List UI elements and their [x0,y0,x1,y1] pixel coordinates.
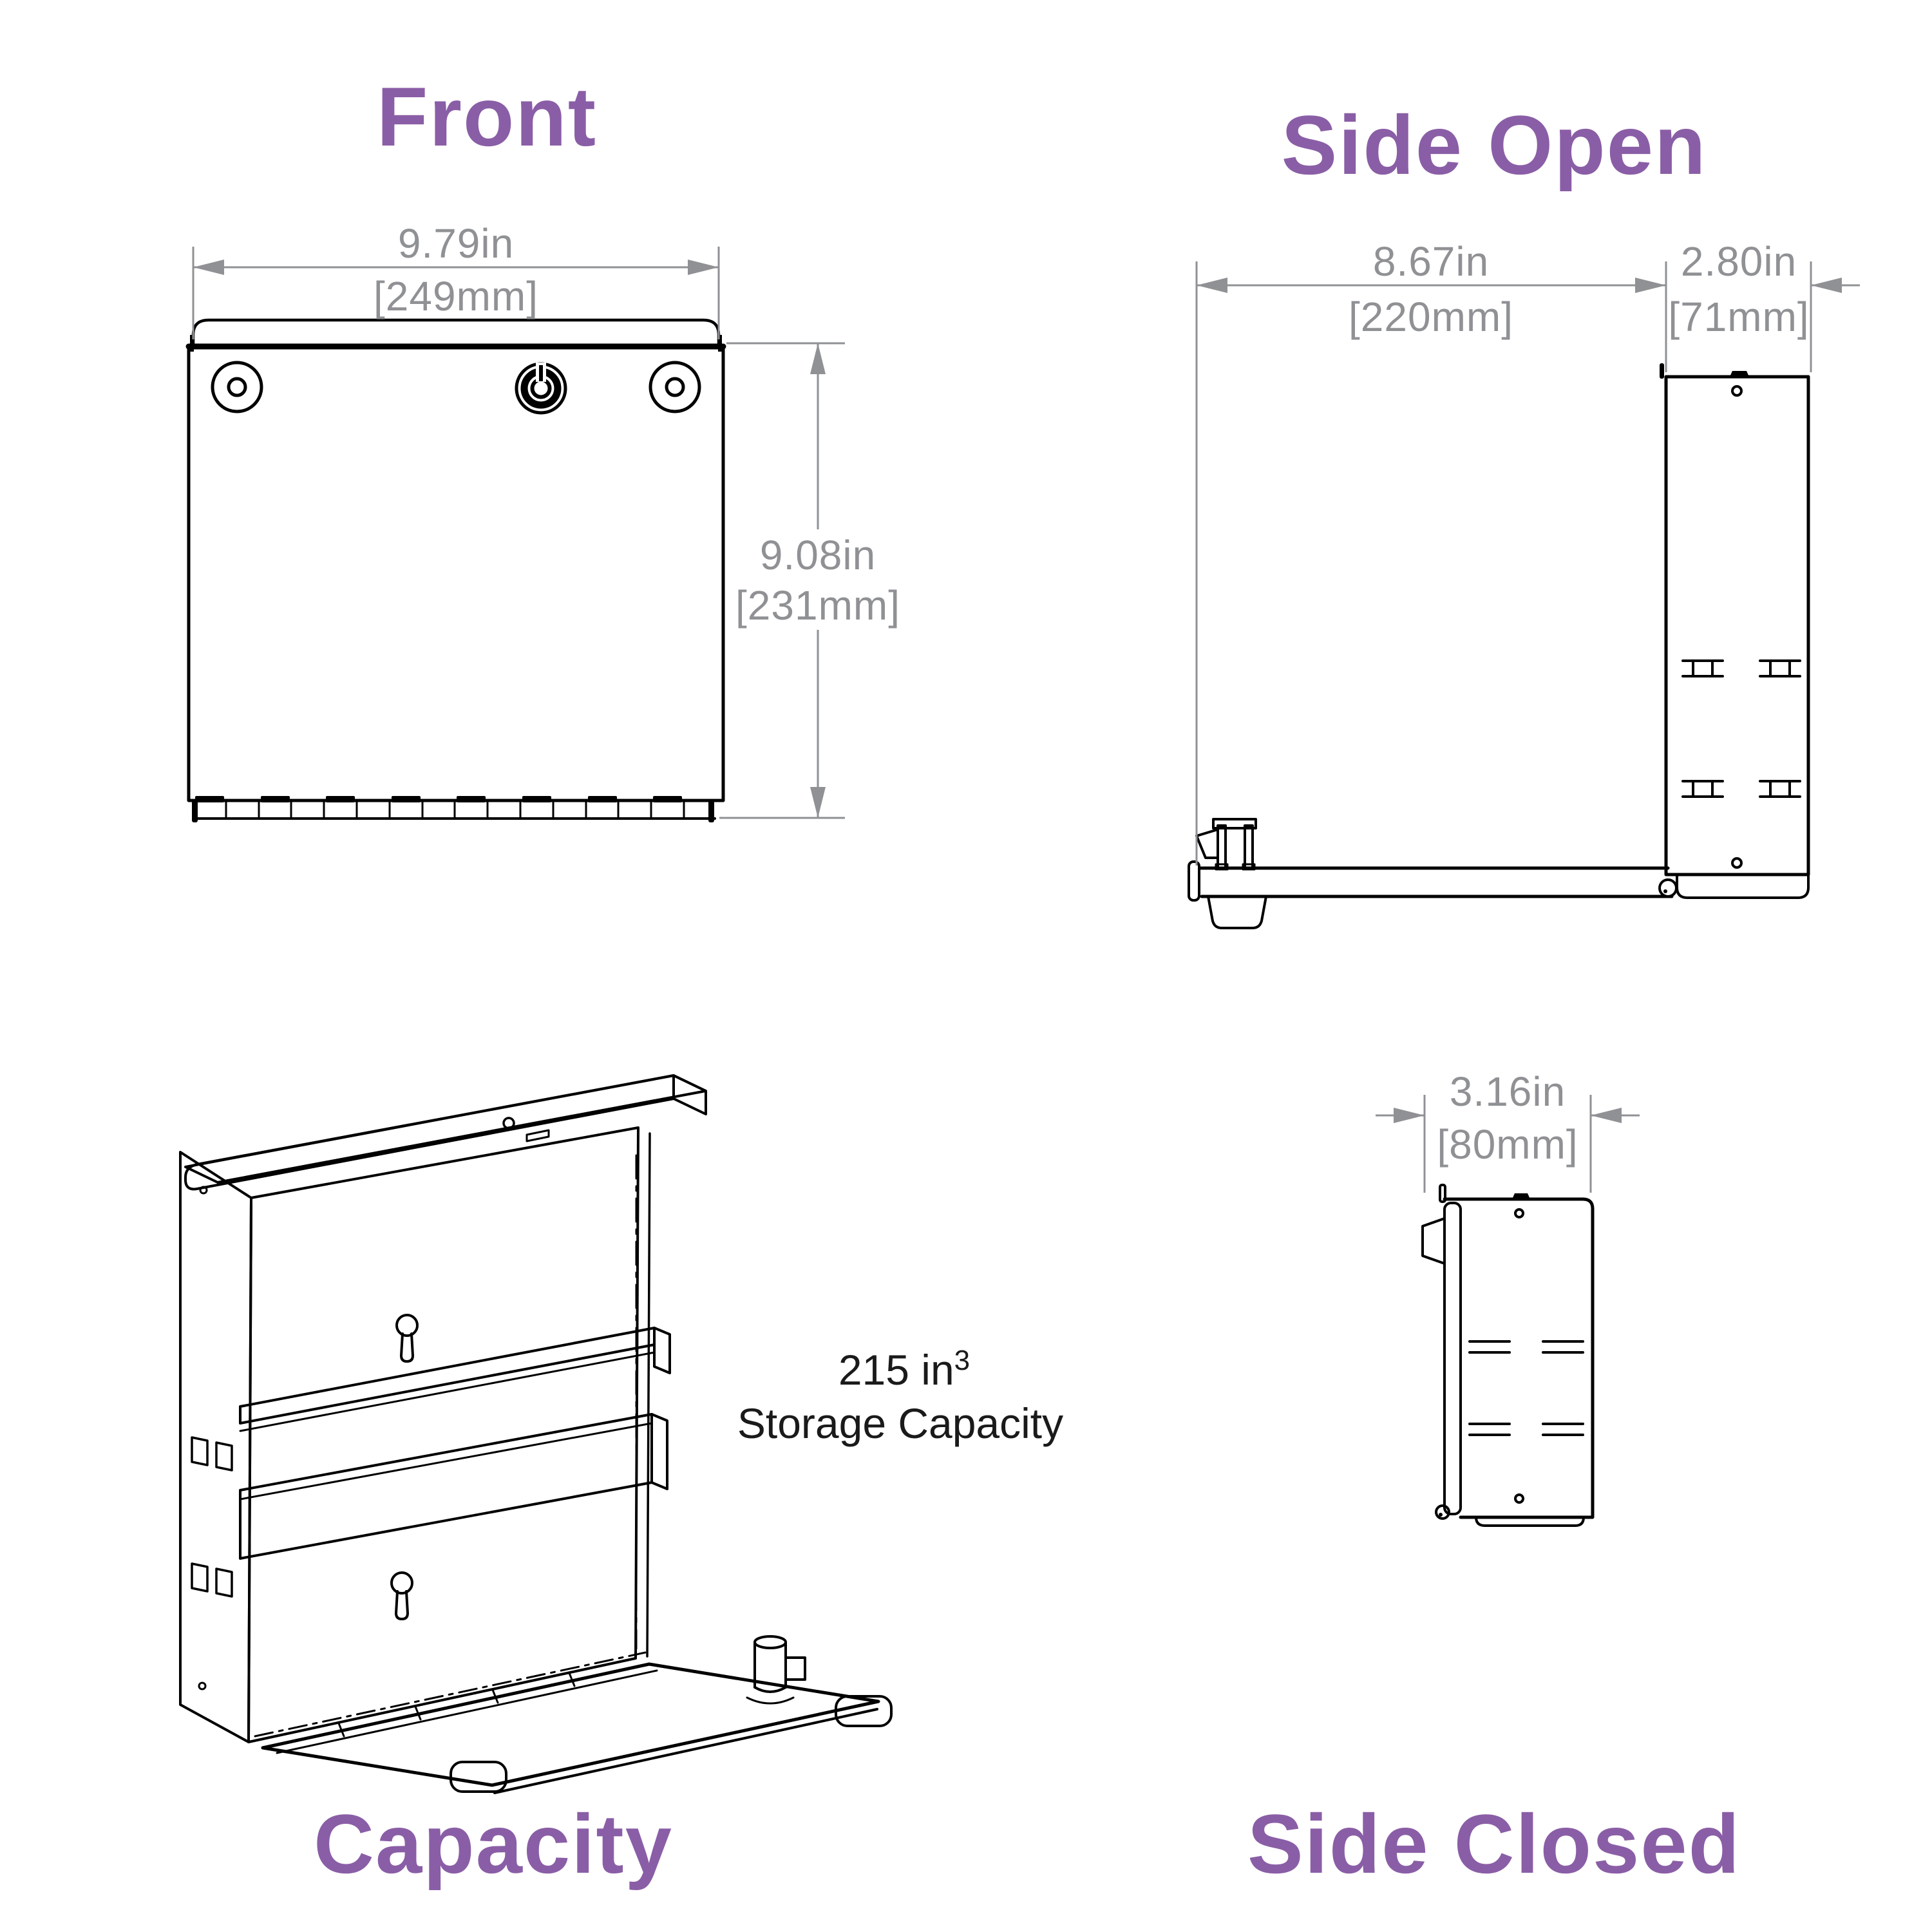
latch-catch [1512,1193,1530,1199]
capacity-iso-drawing [179,1074,893,1794]
open-door-tray [1188,860,1674,902]
front-dimension-lines [192,247,845,819]
keyhole-slot-lower [390,1571,413,1620]
front-cabinet-face [187,345,725,802]
arrow-down-icon [810,787,826,818]
side-open-length-mm: [220mm] [1349,294,1513,340]
lock-latch-assembly [1195,818,1257,871]
arrow-right-icon [1635,278,1666,293]
screw-hole-bottom [1731,857,1743,869]
latch-catch [1730,371,1749,377]
closed-door-edge [1443,1202,1462,1515]
side-closed-view-title: Side Closed [1247,1797,1741,1891]
door-bottom-lip [1676,873,1810,899]
capacity-exponent: 3 [954,1345,971,1376]
arrow-left-icon [1197,278,1227,293]
side-closed-drawing [1421,1184,1595,1527]
front-width-mm: [249mm] [374,273,538,319]
side-closed-dimension-lines [1376,1095,1640,1193]
mounting-bracket-tab [1421,1217,1446,1265]
side-open-body [1664,375,1810,876]
door-foot-right [835,1695,893,1727]
door-bottom-lip [1475,1516,1585,1527]
side-open-dimension-lines [1195,261,1860,866]
interior-shelf [239,1327,671,1432]
arrow-right-icon [688,260,719,275]
front-view-title: Front [376,70,598,164]
top-hook-tab [1439,1184,1446,1203]
front-height-inches: 9.08in [759,532,876,578]
lid-corner-clip-left [190,335,194,352]
tray-foot [1207,895,1267,929]
arrow-left-icon [1811,278,1842,293]
door-foot-left [450,1761,507,1793]
lid-corner-clip-right [718,335,722,352]
capacity-view-title: Capacity [314,1797,673,1891]
back-wall [247,1126,639,1743]
side-closed-depth-mm: [80mm] [1437,1121,1578,1168]
piano-hinge [192,796,718,822]
front-width-inches: 9.79in [397,220,515,267]
keyhole-slot-upper [395,1314,419,1363]
keyed-lock-icon [515,362,567,415]
side-open-depth-mm: [71mm] [1668,294,1810,340]
hinge-knuckle [1658,878,1678,898]
arrow-left-icon [1591,1108,1622,1123]
screw-hole-top [1514,1208,1524,1218]
side-wall-slots [191,1436,233,1598]
mounting-hole-left [211,361,263,413]
mounting-hole-right [649,361,701,413]
hinge-axis-dashed [254,1651,647,1738]
screw-hole-bottom [1514,1493,1524,1504]
side-closed-body [1443,1197,1595,1519]
front-height-mm: [231mm] [735,582,900,629]
storage-capacity-label: Storage Capacity [737,1399,1064,1447]
top-hook-tab [1660,363,1664,379]
side-open-view-title: Side Open [1281,98,1707,192]
lock-cylinder [746,1635,806,1705]
lid-top [184,1074,707,1191]
side-closed-depth-inches: 3.16in [1449,1068,1566,1115]
arrow-right-icon [1394,1108,1425,1123]
retaining-rail [239,1413,668,1560]
side-slot-lines [1468,1340,1584,1436]
hinge-knuckle [1435,1504,1450,1520]
screw-hole-top [1731,385,1743,397]
storage-capacity-value: 215 in3 [838,1345,970,1394]
front-lid [191,318,721,347]
arrow-up-icon [810,343,826,374]
arrow-left-icon [193,260,224,275]
folded-down-door [261,1662,880,1794]
front-view-drawing [185,318,726,822]
side-open-depth-inches: 2.80in [1680,238,1797,285]
side-open-length-inches: 8.67in [1372,238,1490,285]
side-slots [1681,659,1801,798]
side-open-drawing [1188,363,1810,929]
capacity-number: 215 in [838,1346,954,1394]
